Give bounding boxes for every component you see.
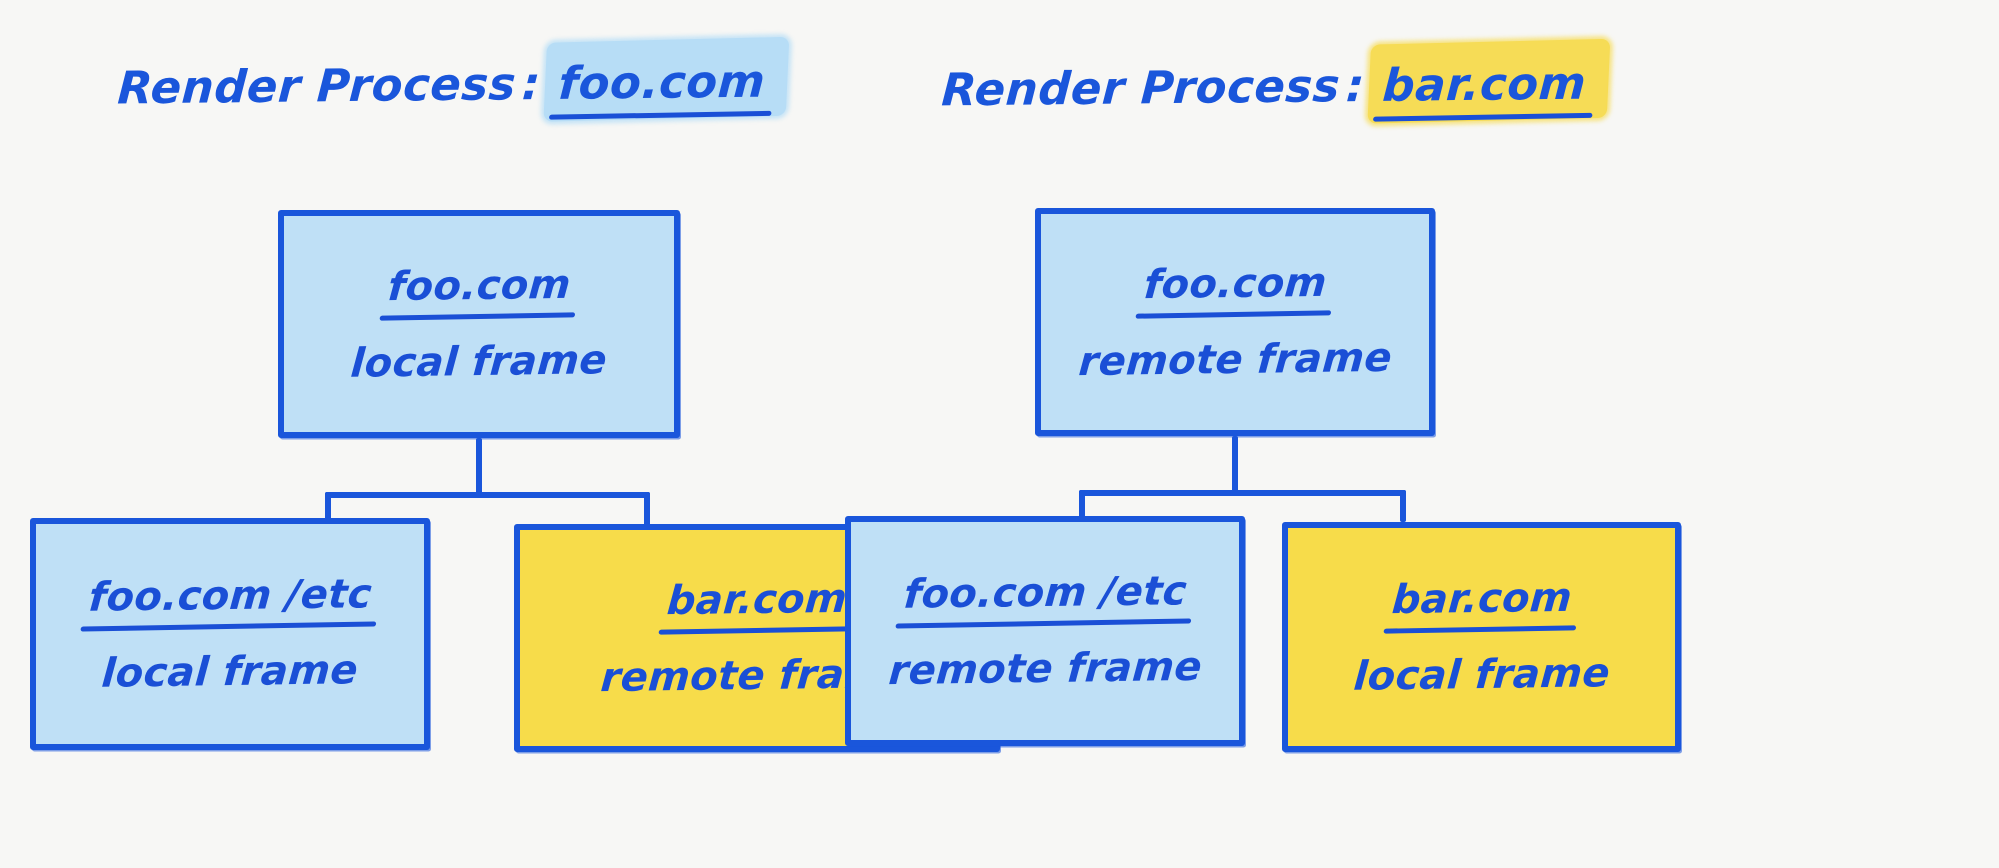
frame-origin: foo.com /etc xyxy=(902,568,1188,621)
frame-kind: local frame xyxy=(349,337,609,387)
frame-origin: foo.com /etc xyxy=(87,571,373,624)
frame-origin: foo.com xyxy=(1142,260,1328,312)
panel-header-origin: bar.com xyxy=(1371,55,1600,116)
connector-root-stem xyxy=(476,438,482,495)
panel-header-bar: Render Process:bar.com xyxy=(940,55,1600,121)
frame-kind: remote frame xyxy=(1076,334,1394,386)
connector-drop-left xyxy=(325,492,331,520)
render-process-panel-bar: Render Process:bar.com foo.com remote fr… xyxy=(845,0,1999,868)
connector-drop-right xyxy=(1400,490,1406,522)
frame-node-root[interactable]: foo.com remote frame xyxy=(1035,208,1435,436)
connector-drop-right xyxy=(644,492,650,526)
frame-origin: bar.com xyxy=(1390,575,1573,627)
frame-kind: remote frame xyxy=(886,643,1204,695)
panel-header-label: Render Process xyxy=(940,59,1342,117)
frame-origin: bar.com xyxy=(665,576,848,628)
frame-kind: local frame xyxy=(100,647,360,697)
connector-horizontal-bar xyxy=(325,492,650,498)
connector-horizontal-bar xyxy=(1079,490,1406,496)
frame-origin: foo.com xyxy=(386,262,572,314)
frame-node-child-2[interactable]: bar.com local frame xyxy=(1282,522,1681,752)
panel-header-origin: foo.com xyxy=(547,53,779,114)
frame-kind: local frame xyxy=(1351,650,1612,700)
connector-drop-left xyxy=(1079,490,1085,518)
frame-node-root[interactable]: foo.com local frame xyxy=(278,210,680,438)
panel-header-label: Render Process xyxy=(116,57,518,115)
connector-root-stem xyxy=(1232,436,1238,493)
panel-header-foo: Render Process:foo.com xyxy=(116,53,779,119)
frame-node-child-1[interactable]: foo.com /etc remote frame xyxy=(845,516,1245,746)
panel-header-separator: : xyxy=(1344,59,1367,113)
panel-header-separator: : xyxy=(520,57,543,111)
frame-node-child-1[interactable]: foo.com /etc local frame xyxy=(30,518,430,750)
